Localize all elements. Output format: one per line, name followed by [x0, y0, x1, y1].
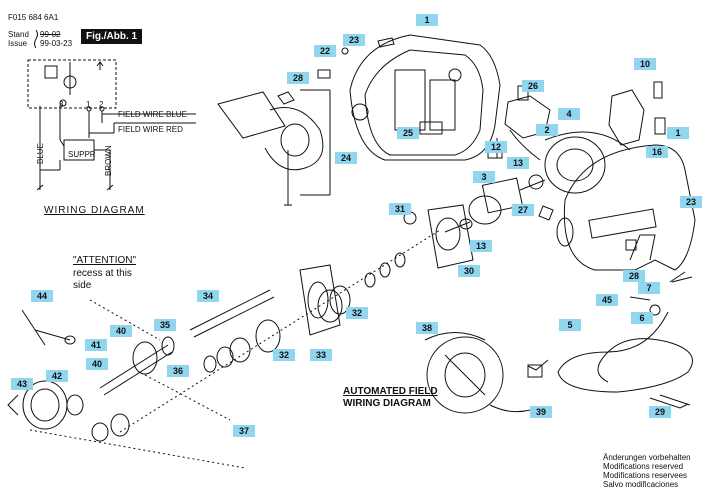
callout-2: 2 [536, 124, 558, 136]
callout-43: 43 [11, 378, 33, 390]
modifications-fr: Modifications reservees [603, 471, 688, 480]
brace-icon [34, 29, 38, 49]
figure-label: Fig./Abb. 1 [81, 29, 143, 44]
drive-gear [99, 336, 175, 396]
callout-12: 12 [485, 141, 507, 153]
grommet-6 [649, 304, 661, 316]
brush-16 [654, 117, 666, 135]
callout-6: 6 [631, 312, 653, 324]
callout-3: 3 [473, 171, 495, 183]
callout-45: 45 [596, 294, 618, 306]
automated-wiring-line1: AUTOMATED FIELD [343, 386, 438, 397]
part-code: F015 684 6A1 [8, 13, 59, 22]
callout-23: 23 [343, 34, 365, 46]
collar-42 [66, 394, 84, 416]
callout-29: 29 [649, 406, 671, 418]
bearing-32-lower [255, 319, 281, 353]
auxiliary-handle [217, 89, 331, 206]
screw-22 [341, 47, 349, 55]
automated-wiring-line2: WIRING DIAGRAM [343, 398, 431, 409]
shaft-34 [189, 289, 271, 331]
armature [444, 177, 546, 233]
terminal-1: 1 [86, 100, 91, 109]
attention-line-3: side [73, 280, 92, 291]
chuck-key [21, 309, 76, 346]
callout-30: 30 [458, 265, 480, 277]
callout-38: 38 [416, 322, 438, 334]
callout-37: 37 [233, 425, 255, 437]
bearing-13-upper [528, 174, 544, 190]
bearing-32-upper [317, 289, 343, 323]
power-cord [527, 271, 693, 406]
callout-32-upper: 32 [346, 307, 368, 319]
callout-10: 10 [634, 58, 656, 70]
callout-44: 44 [31, 290, 53, 302]
callout-13-upper: 13 [507, 157, 529, 169]
clip-28 [317, 69, 331, 79]
callout-41: 41 [85, 339, 107, 351]
modifications-de: Änderungen vorbehalten [603, 453, 691, 462]
callout-28-lower: 28 [623, 270, 645, 282]
alignment-lines [29, 229, 441, 469]
callout-26: 26 [522, 80, 544, 92]
gear-train [203, 252, 406, 373]
callout-1-housing: 1 [416, 14, 438, 26]
brush-holder-10 [608, 89, 645, 146]
callout-4: 4 [558, 108, 580, 120]
callout-36: 36 [167, 365, 189, 377]
wiring-diagram-title: WIRING DIAGRAM [44, 205, 145, 216]
spring-27 [538, 205, 554, 221]
issue-label: Issue [8, 39, 28, 48]
callout-40-lower: 40 [86, 358, 108, 370]
attention-title: "ATTENTION" [73, 255, 137, 266]
terminal-2: 2 [99, 100, 104, 109]
modifications-es: Salvo modificaciones [603, 480, 679, 489]
screw-23 [377, 37, 395, 48]
old-date: 99-02 [40, 30, 61, 39]
suppressor-label: SUPPR [68, 150, 96, 159]
callout-7: 7 [638, 282, 660, 294]
callout-22: 22 [314, 45, 336, 57]
callout-31: 31 [389, 203, 411, 215]
callout-25: 25 [397, 127, 419, 139]
callout-13-lower: 13 [470, 240, 492, 252]
callout-1-right: 1 [667, 127, 689, 139]
callout-35: 35 [154, 319, 176, 331]
field-wiring-diagram [424, 332, 531, 414]
plug-29 [649, 397, 689, 409]
callout-16: 16 [646, 146, 668, 158]
clip-28-lower [625, 239, 637, 251]
callout-34: 34 [197, 290, 219, 302]
modifications-en: Modifications reserved [603, 462, 684, 471]
callout-24: 24 [335, 152, 357, 164]
callout-32-lower: 32 [273, 349, 295, 361]
callout-42: 42 [46, 370, 68, 382]
terminal-3: 3 [59, 100, 64, 109]
field-wire-red-label: FIELD WIRE RED [118, 125, 183, 134]
callout-33: 33 [310, 349, 332, 361]
callout-28: 28 [287, 72, 309, 84]
callout-27: 27 [512, 204, 534, 216]
housing-half-right [556, 144, 696, 271]
issue-date: 99-03-23 [40, 39, 73, 48]
wiring-schematic [27, 59, 196, 191]
housing-half-left [349, 34, 501, 161]
plate-25 [419, 121, 443, 135]
callout-5: 5 [559, 319, 581, 331]
brush-10 [653, 81, 663, 99]
stand-label: Stand [8, 30, 29, 39]
callout-40-upper: 40 [110, 325, 132, 337]
attention-line-2: recess at this [73, 268, 132, 279]
gear-housing [299, 204, 474, 336]
callout-23-right: 23 [680, 196, 702, 208]
callout-39: 39 [530, 406, 552, 418]
screw-45 [629, 296, 651, 301]
